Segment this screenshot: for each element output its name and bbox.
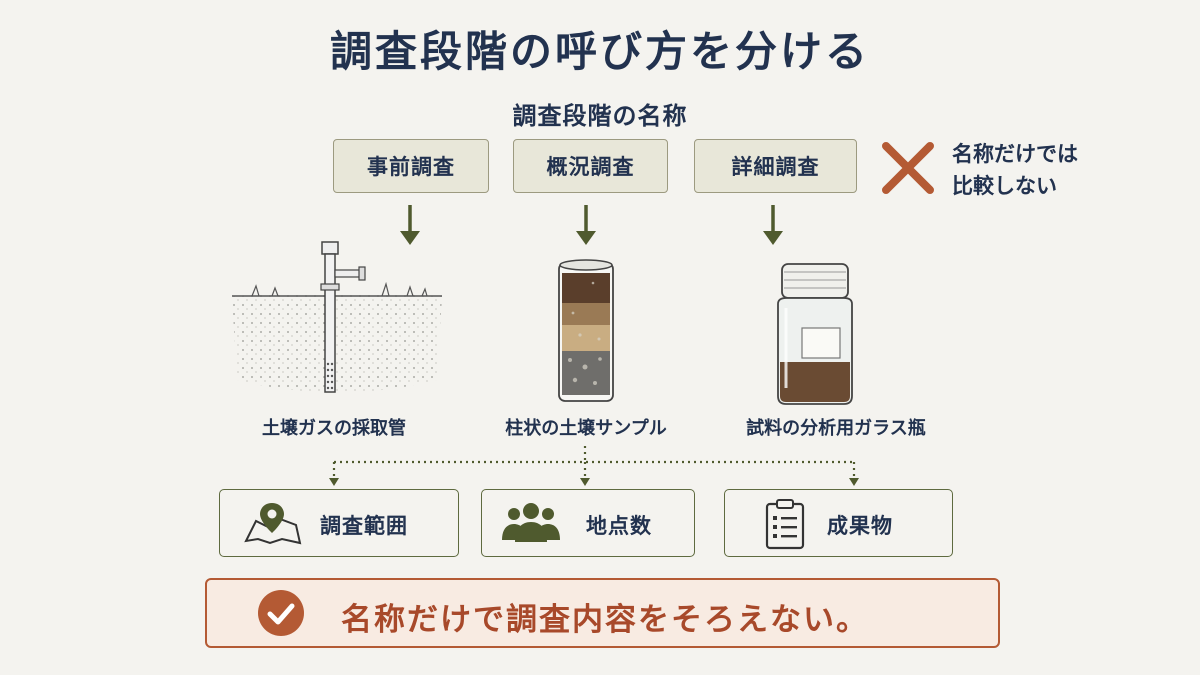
down-arrow-icon [763,205,783,245]
stage-box-overview: 概況調査 [513,139,668,193]
illustration-caption: 柱状の土壌サンプル [505,418,667,439]
illustration-caption: 試料の分析用ガラス瓶 [746,418,926,439]
cross-icon [882,142,934,194]
no-compare-note: 名称だけでは 比較しない [952,138,1152,202]
criteria-box-points: 地点数 [481,489,695,557]
stage-box-detailed: 詳細調査 [694,139,857,193]
criteria-box-deliverables: 成果物 [724,489,953,557]
criteria-label: 地点数 [586,514,652,538]
stage-heading: 調査段階の名称 [512,102,688,130]
stage-label: 事前調査 [367,155,455,179]
page-title: 調査段階の呼び方を分ける [329,27,870,76]
soil-gas-pipe-icon [232,241,442,393]
criteria-label: 成果物 [827,514,893,538]
clipboard-icon [765,499,805,550]
stage-label: 概況調査 [546,155,635,179]
dotted-connector [329,446,859,486]
no-compare-line2: 比較しない [952,174,1057,198]
down-arrow-icon [576,205,596,245]
stage-box-preliminary: 事前調査 [333,139,489,193]
illustration-caption: 土壌ガスの採取管 [262,418,406,439]
no-compare-line1: 名称だけでは [952,142,1078,166]
criteria-label: 調査範囲 [320,514,408,538]
stage-label: 詳細調査 [731,155,820,179]
soil-core-sample-icon [558,259,614,402]
criteria-box-scope: 調査範囲 [219,489,459,557]
people-icon [502,503,560,542]
down-arrow-icon [400,205,420,245]
conclusion-text: 名称だけで調査内容をそろえない。 [341,602,869,638]
glass-jar-icon [777,263,853,405]
check-circle-icon [258,590,304,636]
conclusion-banner: 名称だけで調査内容をそろえない。 [205,578,1000,648]
map-pin-icon [244,503,302,545]
